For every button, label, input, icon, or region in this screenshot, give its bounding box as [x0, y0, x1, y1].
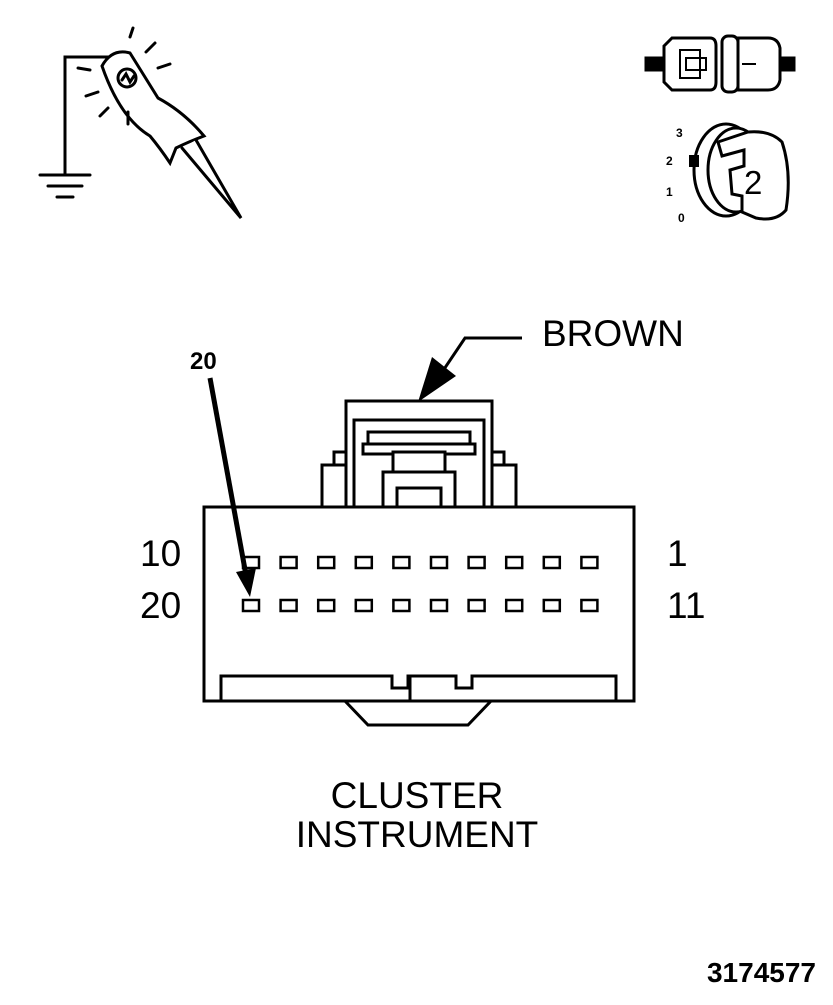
pin-cavity [392, 555, 411, 570]
pin-cavity [467, 598, 486, 613]
connector-title-line1: CLUSTER [331, 775, 504, 816]
ignition-position-3: 3 [676, 126, 683, 140]
pin-cavity [429, 555, 449, 570]
pin-cavity-highlighted [241, 598, 261, 613]
pin-cavity [354, 598, 374, 613]
connector-title-line2: INSTRUMENT [296, 814, 539, 855]
pin-cavity [504, 598, 524, 613]
row-label-top-left: 10 [140, 533, 181, 574]
callout-arrowhead [418, 357, 456, 402]
pin-cavity [392, 598, 411, 613]
ignition-position-2: 2 [666, 154, 673, 168]
pin-cavity [316, 555, 336, 570]
pin-cavity [580, 598, 599, 613]
pin-cavity [429, 598, 449, 613]
connector-color-label: BROWN [542, 313, 684, 354]
pin-cavity [316, 598, 336, 613]
pin-cavity [467, 555, 486, 570]
pin-cavity [542, 598, 562, 613]
pin-cavity [542, 555, 562, 570]
connector-body [202, 399, 636, 727]
pointer-pin-label: 20 [190, 348, 217, 375]
row-label-top-right: 1 [667, 533, 688, 574]
pin-cavity [279, 598, 298, 613]
disconnected-connector-icon [644, 34, 796, 94]
figure-number: 3174577 [707, 957, 816, 988]
ground-test-light-icon [38, 26, 243, 219]
pin-pointer-arrowhead [236, 568, 256, 597]
ignition-position-0: 0 [678, 211, 685, 225]
ignition-position-1: 1 [666, 185, 673, 199]
pin-cavity [504, 555, 524, 570]
ignition-key-number: 2 [744, 164, 762, 201]
connector-color-callout: BROWN [418, 313, 684, 402]
pin-cavity [580, 555, 599, 570]
row-label-bottom-right: 11 [667, 585, 705, 626]
row-label-bottom-left: 20 [140, 585, 181, 626]
pin-cavities [241, 555, 599, 613]
pin-pointer-shaft [207, 377, 249, 576]
pin-cavity [279, 555, 298, 570]
pin-cavity [354, 555, 374, 570]
ignition-key-icon: 3 2 1 0 2 [666, 122, 790, 225]
